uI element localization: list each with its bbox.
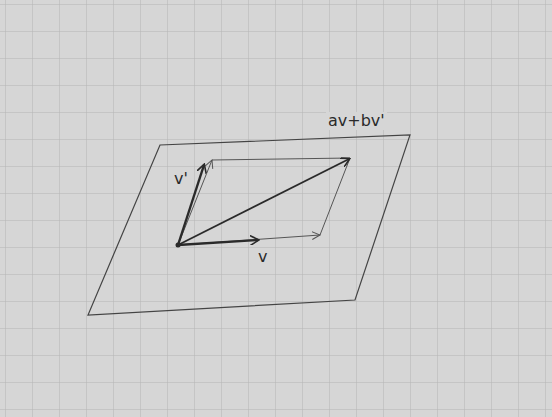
vector-label: v	[256, 248, 269, 266]
vector-v	[178, 240, 258, 245]
origin-dot	[176, 243, 181, 248]
vector-sum	[178, 159, 349, 245]
plane-outline	[88, 135, 410, 315]
scaled-v	[178, 235, 320, 245]
vector-label: v'	[172, 170, 190, 188]
sum-label: av+bv'	[326, 112, 387, 130]
